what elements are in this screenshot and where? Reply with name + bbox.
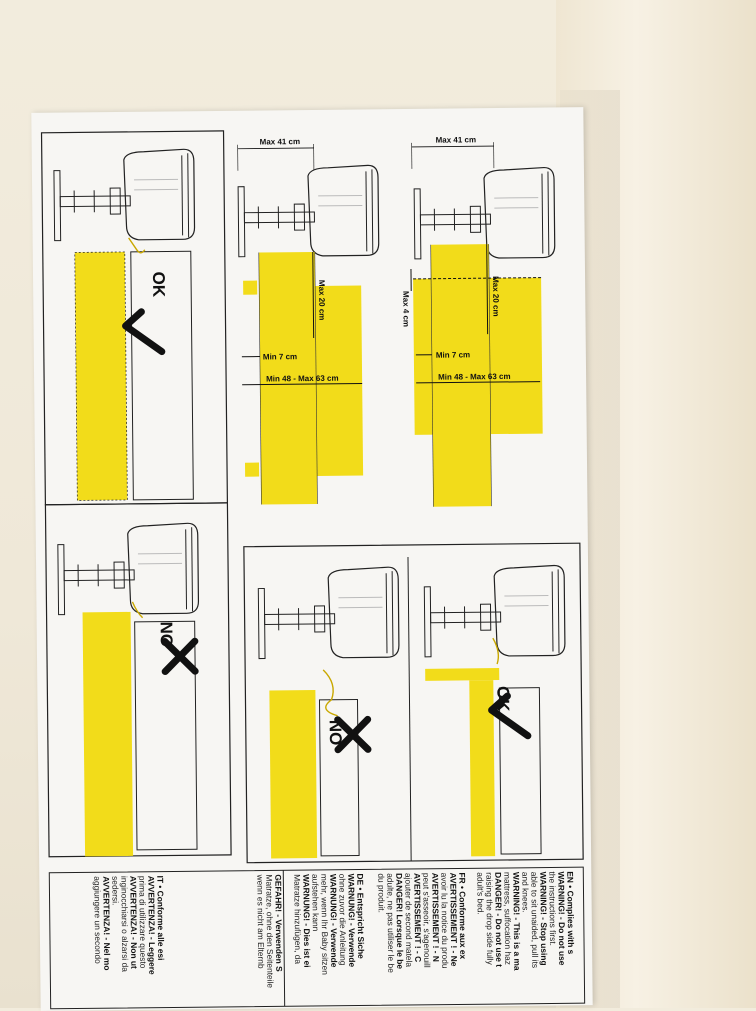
panel-no-mid-left: NO: [45, 503, 231, 857]
svg-text:wenn es nicht am Elternb: wenn es nicht am Elternb: [255, 874, 266, 969]
text-it-column: IT • Conforme alle esi AVVERTENZA! - Leg…: [92, 876, 166, 976]
svg-text:adult's bed.: adult's bed.: [475, 872, 485, 915]
dim-max-height-2: Max 20 cm: [491, 276, 500, 317]
dim-max-height-1: Max 20 cm: [317, 280, 326, 321]
text-de-column: DE • Entspricht Siche WARNUNG! - Verwend…: [255, 872, 366, 988]
svg-text:aggiungere un secondo: aggiungere un secondo: [92, 876, 103, 964]
svg-text:du produit.: du produit.: [376, 873, 386, 913]
cross-icon: [165, 641, 195, 671]
ok-label-1: OK: [149, 271, 168, 297]
dim-min-overlap-2: Min 7 cm: [436, 350, 470, 359]
panel-no-ok-bottom: NO OK: [244, 543, 583, 863]
panel-dimensions-1: Max 41 cm Max 20 cm Min 7 cm Min 48 - Ma…: [238, 136, 382, 504]
panel-dimensions-2: Max 41 cm Max 20 cm Max 4 cm Min 7 cm Mi…: [400, 134, 558, 507]
instruction-sheet: OK Max 41 cm Max 20 cm Min 7 cm Min 48: [31, 107, 592, 1011]
dim-max-width-1: Max 41 cm: [260, 137, 301, 146]
text-en-column: EN • Complies with s WARNING! - Do not u…: [475, 871, 576, 971]
svg-text:Matratze hinzufügen, da: Matratze hinzufügen, da: [292, 874, 303, 964]
checkmark-icon: [125, 312, 161, 352]
dim-max-gap: Max 4 cm: [401, 291, 410, 327]
dim-mattress-range-2: Min 48 - Max 63 cm: [438, 372, 511, 382]
text-fr-column: FR • Conforme aux ex AVERTISSEMENT ! - N…: [376, 872, 468, 973]
dim-min-overlap-1: Min 7 cm: [263, 352, 297, 361]
dim-mattress-range-1: Min 48 - Max 63 cm: [266, 374, 339, 384]
dim-max-width-2: Max 41 cm: [436, 135, 477, 144]
panel-ok-top-left: OK: [42, 131, 228, 505]
